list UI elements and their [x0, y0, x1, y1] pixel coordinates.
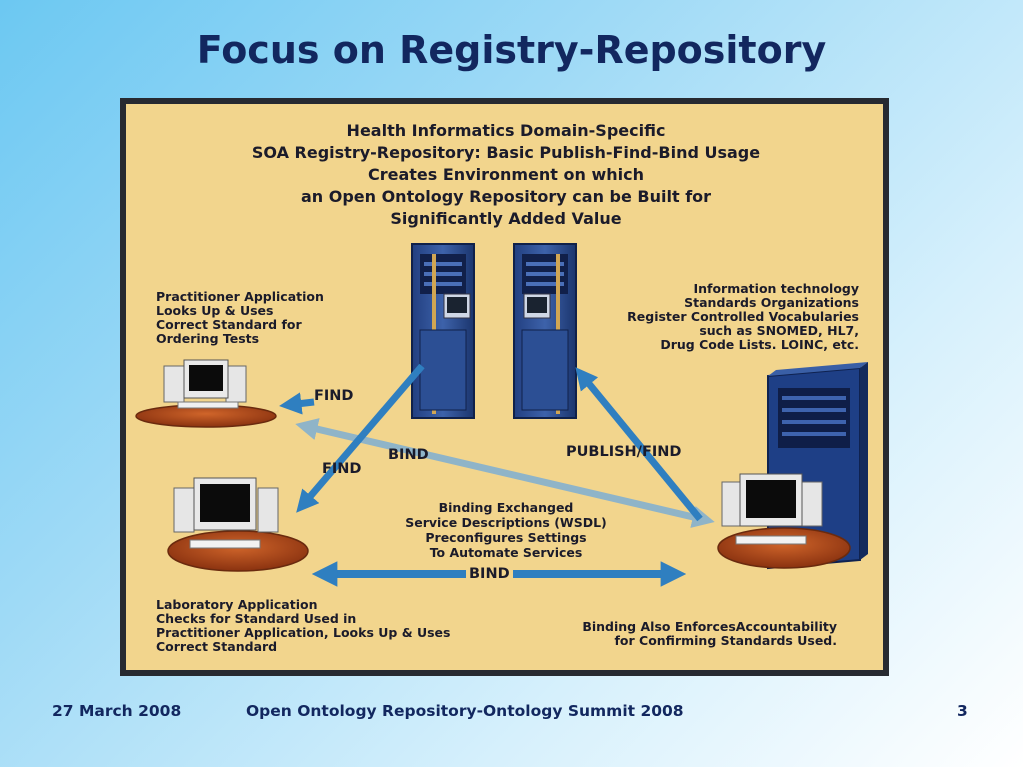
diagram-headline-line-2: SOA Registry-Repository: Basic Publish-F…	[251, 143, 761, 162]
server-rack-right-icon	[513, 243, 577, 419]
practitioner-note-line-1: Practitioner Application	[156, 289, 324, 304]
practitioner-note-line-4: Ordering Tests	[156, 331, 260, 346]
laboratory-note-line-2: Checks for Standard Used in	[156, 611, 357, 626]
binding-note-line-4: To Automate Services	[429, 545, 583, 560]
sdo-note-line-4: such as SNOMED, HL7,	[699, 323, 859, 338]
diagram-headline-line-5: Significantly Added Value	[390, 209, 622, 228]
find-label-lower: FIND	[322, 461, 362, 477]
binding-note-line-1: Binding Exchanged	[438, 500, 574, 515]
diagram-headline-line-3: Creates Environment on which	[368, 165, 644, 184]
accountability-note-line-2: for Confirming Standards Used.	[614, 633, 837, 648]
laboratory-note-line-4: Correct Standard	[156, 639, 278, 654]
server-rack-left-icon	[411, 243, 475, 419]
bind-arrow-diagonal	[295, 418, 715, 528]
bind-label-middle: BIND	[388, 447, 429, 463]
binding-note-line-2: Service Descriptions (WSDL)	[405, 515, 607, 530]
sdo-note-line-5: Drug Code Lists. LOINC, etc.	[660, 337, 859, 352]
laboratory-workstation-icon	[167, 477, 309, 572]
bind-label-bottom: BIND	[466, 566, 513, 582]
slide-title: Focus on Registry-Repository	[196, 28, 827, 72]
diagram-panel: Health Informatics Domain-Specific SOA R…	[126, 104, 883, 670]
binding-note-line-3: Preconfigures Settings	[425, 530, 587, 545]
diagram-frame: Health Informatics Domain-Specific SOA R…	[120, 98, 889, 676]
practitioner-note-line-3: Correct Standard for	[156, 317, 302, 332]
sdo-note-line-1: Information technology	[693, 281, 859, 296]
practitioner-note-line-2: Looks Up & Uses	[156, 303, 274, 318]
publish-find-arrow	[575, 367, 703, 522]
find-arrow-top	[279, 392, 315, 415]
diagram-graphics	[135, 243, 868, 587]
laboratory-note-line-1: Laboratory Application	[156, 597, 318, 612]
sdo-note-line-3: Register Controlled Vocabularies	[627, 309, 859, 324]
standards-workstation-icon	[717, 473, 851, 569]
find-label-top: FIND	[314, 388, 354, 404]
footer-date: 27 March 2008	[52, 702, 182, 720]
practitioner-workstation-icon	[135, 359, 277, 428]
diagram-headline-line-1: Health Informatics Domain-Specific	[346, 121, 666, 140]
publish-find-label: PUBLISH/FIND	[566, 444, 682, 460]
footer-event: Open Ontology Repository-Ontology Summit…	[246, 702, 684, 720]
laboratory-note-line-3: Practitioner Application, Looks Up & Use…	[156, 625, 451, 640]
diagram-headline-line-4: an Open Ontology Repository can be Built…	[300, 187, 712, 206]
accountability-note-line-1: Binding Also EnforcesAccountability	[582, 619, 837, 634]
find-arrow-lower	[296, 363, 425, 513]
footer-page-number: 3	[957, 702, 968, 720]
sdo-note-line-2: Standards Organizations	[684, 295, 859, 310]
